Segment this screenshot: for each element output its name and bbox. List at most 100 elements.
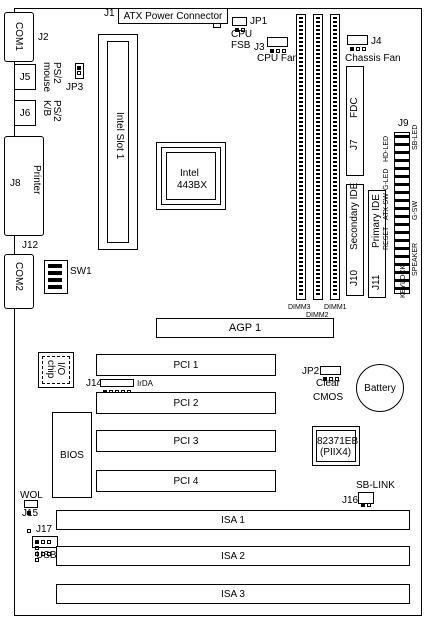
j17-label: J17 — [36, 524, 53, 535]
isa3-label: ISA 3 — [221, 588, 245, 600]
pci3-label: PCI 3 — [173, 435, 199, 447]
j16-label: J16 — [342, 495, 359, 506]
j4-label: J4 — [371, 36, 382, 47]
piix4-label-1: 82371EB — [317, 436, 359, 447]
com2-port — [4, 254, 34, 309]
ps2-mouse-label-1: PS/2 — [51, 62, 62, 84]
g-sw-label: G-SW — [412, 200, 419, 220]
dimm1-slot — [330, 14, 340, 300]
agp-label: AGP 1 — [228, 322, 262, 334]
isa1-label: ISA 1 — [221, 514, 245, 526]
secondary-ide-connector — [346, 184, 364, 296]
chassis-fan-label: Chassis Fan — [345, 53, 401, 64]
primary-ide-label: Primary IDE — [371, 194, 382, 248]
pci2-label: PCI 2 — [173, 397, 199, 409]
atx-power-connector: ATX Power Connector — [118, 8, 228, 24]
dimm3-slot — [296, 14, 306, 300]
speaker-label: SPEAKER — [412, 242, 419, 276]
pci1-label: PCI 1 — [173, 359, 199, 371]
isa2-slot: ISA 2 — [56, 546, 410, 566]
com1-label: COM1 — [13, 22, 24, 51]
printer-port — [4, 136, 44, 236]
usb-label: USB — [36, 550, 57, 561]
keylock-label: KEYLOCK — [400, 264, 407, 298]
j14-label: J14 — [86, 378, 103, 389]
primary-ide-connector — [368, 190, 386, 298]
reset-label: RESET — [383, 226, 390, 250]
j2-label: J2 — [38, 32, 49, 43]
pci4-slot: PCI 4 — [96, 470, 276, 492]
battery: Battery — [356, 364, 404, 412]
irda-header — [100, 379, 134, 394]
j11-label: J11 — [371, 274, 382, 290]
irda-label: IrDA — [137, 379, 153, 388]
atx-power-tab — [213, 23, 221, 28]
cpu-fsb-label-1: CPU — [231, 29, 253, 40]
cmos-label: CMOS — [313, 392, 343, 403]
ps2-kb-label-2: K/B — [41, 100, 52, 117]
printer-label: Printer — [31, 165, 42, 195]
sw1-dip-switch — [44, 260, 68, 294]
intel-443bx-chip — [156, 142, 226, 210]
chassis-fan-header — [347, 35, 368, 51]
jp2-label: JP2 — [302, 366, 320, 377]
io-chip-label-2: chip — [45, 360, 56, 379]
sb-link-label: SB-LINK — [356, 480, 395, 491]
ps2-mouse-label-2: mouse — [41, 62, 52, 93]
fdc-label: FDC — [349, 97, 360, 118]
jp1-label: JP1 — [250, 16, 268, 27]
clear-label: Clear — [316, 378, 340, 389]
atx-power-label: ATX Power Connector — [123, 10, 223, 22]
pci2-slot: PCI 2 — [96, 392, 276, 414]
j10-label: J10 — [349, 269, 360, 286]
j5-ps2-mouse: J5 — [14, 64, 36, 90]
j1-label: J1 — [104, 8, 115, 19]
intel-slot-label: Intel Slot 1 — [114, 112, 125, 160]
jp1-jumper — [232, 17, 247, 32]
g-led-label: G-LED — [383, 168, 390, 190]
intel-label: Intel — [180, 168, 199, 179]
piix4-label-2: (PIIX4) — [320, 447, 352, 458]
isa2-label: ISA 2 — [221, 550, 245, 562]
j6-ps2-keyboard: J6 — [14, 100, 36, 126]
com2-label: COM2 — [13, 262, 24, 291]
jp3-jumper — [75, 63, 84, 79]
dimm3-label: DIMM3 — [288, 304, 311, 311]
secondary-ide-label: Secondary IDE — [349, 182, 360, 250]
j15-label: J15 — [22, 508, 39, 519]
wol-label: WOL — [20, 490, 43, 501]
pci1-slot: PCI 1 — [96, 354, 276, 376]
pci3-slot: PCI 3 — [96, 430, 276, 452]
sb-led-label: SB-LED — [412, 124, 419, 150]
dimm2-label: DIMM2 — [306, 312, 329, 319]
fdc-connector — [346, 66, 364, 176]
piix4-chip — [312, 426, 360, 466]
hd-led-label: HD-LED — [383, 135, 390, 162]
isa3-slot: ISA 3 — [56, 584, 410, 604]
jp2-jumper — [320, 366, 341, 381]
isa1-slot: ISA 1 — [56, 510, 410, 530]
atx-sw-label: ATX-SW — [383, 193, 390, 220]
j7-label: J7 — [349, 139, 360, 150]
cpu-fan-header — [267, 37, 288, 53]
cpu-fan-label: CPU Fan — [257, 53, 299, 64]
j6-label: J6 — [19, 107, 31, 119]
pci4-label: PCI 4 — [173, 475, 199, 487]
io-chip — [38, 352, 74, 388]
j9-label: J9 — [398, 118, 409, 129]
dimm2-slot — [313, 14, 323, 300]
wol-header — [24, 500, 38, 533]
io-chip-label-1: I/O — [55, 362, 66, 376]
cpu-fsb-label-2: FSB — [231, 40, 251, 51]
chip-443bx-label: 443BX — [177, 180, 208, 191]
dimm1-label: DIMM1 — [324, 304, 347, 311]
usb-header — [32, 536, 58, 562]
j8-label: J8 — [10, 178, 21, 189]
j12-label: J12 — [22, 240, 39, 251]
jp3-label: JP3 — [66, 82, 84, 93]
intel-slot-1 — [98, 34, 138, 250]
bios-label: BIOS — [60, 449, 84, 461]
sw1-label: SW1 — [70, 266, 92, 277]
battery-label: Battery — [364, 382, 396, 394]
j3-label: J3 — [254, 42, 265, 53]
